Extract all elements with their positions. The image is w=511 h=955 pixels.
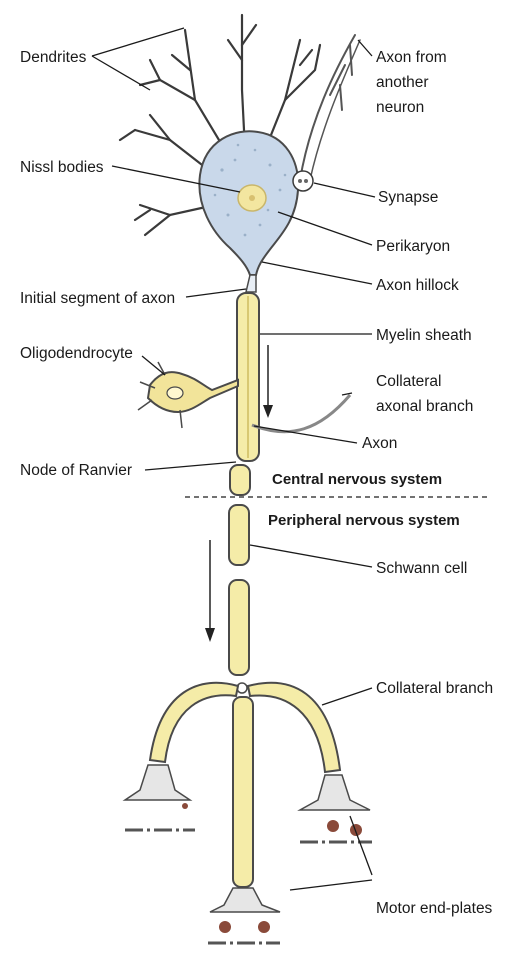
label-schwann-cell: Schwann cell bbox=[376, 560, 467, 577]
label-myelin-sheath: Myelin sheath bbox=[376, 327, 472, 344]
nucleolus bbox=[249, 195, 255, 201]
direction-arrow-cns bbox=[263, 345, 273, 418]
label-node-of-ranvier: Node of Ranvier bbox=[20, 462, 132, 479]
initial-segment bbox=[246, 275, 256, 292]
label-axon: Axon bbox=[362, 435, 397, 452]
label-synapse: Synapse bbox=[378, 189, 438, 206]
left-collateral-branch bbox=[150, 683, 238, 762]
label-collateral-axonal-branch-line1: Collateral bbox=[376, 373, 441, 390]
right-collateral-branch bbox=[248, 683, 340, 772]
myelin-segment bbox=[229, 505, 249, 565]
label-motor-end-plates: Motor end-plates bbox=[376, 900, 493, 917]
direction-arrow-pns bbox=[205, 540, 215, 642]
label-perikaryon: Perikaryon bbox=[376, 238, 450, 255]
label-axon-from-another-neuron-line1: Axon from bbox=[376, 49, 447, 66]
label-peripheral-nervous-system: Peripheral nervous system bbox=[268, 512, 460, 529]
label-axon-from-another-neuron-line2: another bbox=[376, 74, 429, 91]
label-collateral-branch: Collateral branch bbox=[376, 680, 493, 697]
label-initial-segment: Initial segment of axon bbox=[20, 290, 175, 307]
myelin-segment bbox=[230, 465, 250, 495]
incoming-axon-drawing bbox=[300, 35, 360, 180]
motor-end-plate-right bbox=[300, 775, 372, 842]
label-nissl-bodies: Nissl bodies bbox=[20, 159, 104, 176]
label-dendrites: Dendrites bbox=[20, 49, 87, 66]
oligodendrocyte-shape bbox=[148, 372, 238, 412]
label-collateral-axonal-branch-line2: axonal branch bbox=[376, 398, 473, 415]
schwann-segment bbox=[229, 580, 249, 675]
synapse-marker bbox=[293, 171, 313, 191]
label-oligodendrocyte: Oligodendrocyte bbox=[20, 345, 133, 362]
motor-end-plate-bottom bbox=[208, 888, 280, 943]
label-axon-hillock: Axon hillock bbox=[376, 277, 459, 294]
label-central-nervous-system: Central nervous system bbox=[272, 471, 442, 488]
motor-end-plate-left bbox=[125, 765, 195, 830]
label-axon-from-another-neuron-line3: neuron bbox=[376, 99, 424, 116]
schwann-segment bbox=[233, 697, 253, 887]
